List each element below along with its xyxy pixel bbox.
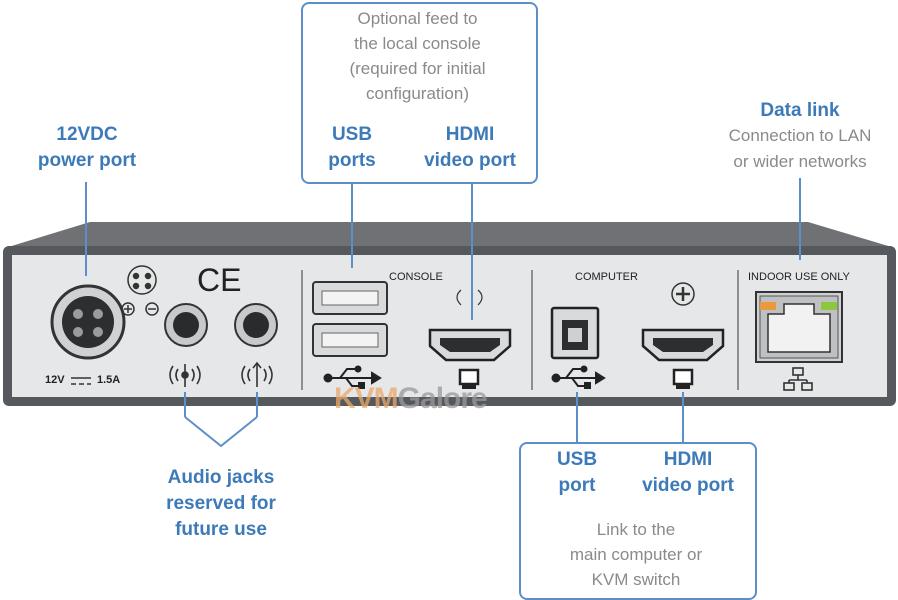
computer-section-label: COMPUTER xyxy=(575,271,638,283)
audio-jacks-label: Audio jacks reserved for future use xyxy=(166,467,276,540)
audio-out-icon xyxy=(169,364,201,387)
current-label: 1.5A xyxy=(97,374,121,386)
computer-usb-port xyxy=(550,306,600,360)
rear-panel xyxy=(12,255,887,397)
ethernet-port xyxy=(755,291,843,363)
link-led-orange xyxy=(760,302,776,310)
audio-in-icon xyxy=(241,361,273,387)
link-led-green xyxy=(821,302,837,310)
dc-symbol-icon xyxy=(71,377,91,385)
pinout-icon xyxy=(121,265,159,316)
watermark: KVMGalore xyxy=(334,382,488,415)
console-usb-port-2 xyxy=(312,323,388,357)
datalink-desc: Connection to LAN or wider networks xyxy=(728,126,872,171)
monitor-icon xyxy=(458,368,480,389)
console-hdmi-label: HDMI video port xyxy=(424,124,516,171)
console-hdmi-port xyxy=(428,328,512,362)
callout-lines xyxy=(85,178,801,448)
screw-hole xyxy=(456,289,483,306)
device-top-edge xyxy=(5,222,895,248)
computer-hdmi-port xyxy=(641,328,725,362)
ce-mark: CE xyxy=(197,262,242,298)
datalink-title: Data link xyxy=(760,100,840,121)
power-jack xyxy=(50,284,126,360)
monitor-icon-2 xyxy=(672,368,694,389)
network-icon xyxy=(783,367,813,391)
console-note: Optional feed to the local console (requ… xyxy=(349,9,486,103)
computer-callout-box xyxy=(519,442,757,600)
computer-note: Link to the main computer or KVM switch xyxy=(569,520,703,589)
usb-symbol-icon xyxy=(323,365,382,389)
voltage-label: 12V xyxy=(45,374,65,386)
audio-jack-2 xyxy=(234,303,278,347)
computer-usb-label: USB port xyxy=(556,449,598,496)
console-usb-label: USB ports xyxy=(328,124,376,171)
power-port-label: 12VDC power port xyxy=(37,124,137,171)
audio-jack-1 xyxy=(164,303,208,347)
console-section-label: CONSOLE xyxy=(389,271,443,283)
indoor-use-label: INDOOR USE ONLY xyxy=(748,271,850,283)
screw-icon xyxy=(671,282,695,306)
usb-symbol-icon-2 xyxy=(551,365,606,389)
console-callout-box xyxy=(301,2,538,184)
computer-hdmi-label: HDMI video port xyxy=(642,449,734,496)
console-usb-port-1 xyxy=(312,281,388,315)
